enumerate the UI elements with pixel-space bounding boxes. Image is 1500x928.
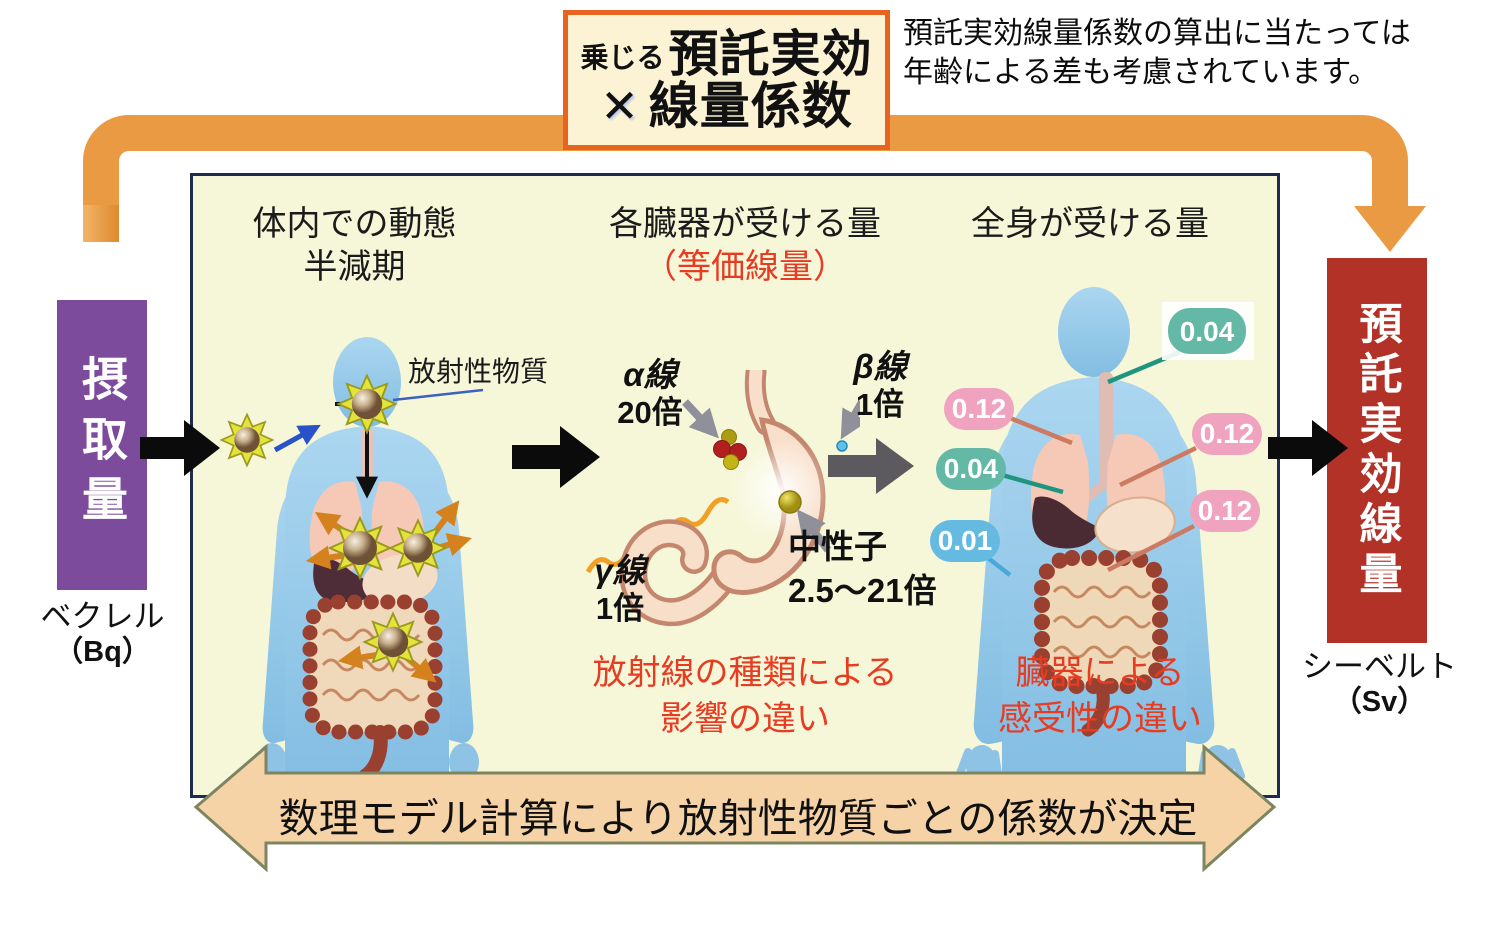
radioactive-substance-label: 放射性物質	[408, 356, 549, 387]
alpha-ray-label: α線 20倍	[600, 356, 700, 431]
flow-arrow-intake-to-panel-icon	[140, 420, 220, 476]
sievert-name: シーベルト	[1302, 649, 1457, 684]
beta-name: β線	[853, 348, 907, 385]
gamma-ray-label: γ線 1倍	[575, 552, 665, 627]
times-icon: ✕	[600, 80, 639, 133]
alpha-factor: 20倍	[617, 395, 683, 430]
weight-value: 0.01	[938, 525, 993, 556]
sievert-symbol: （Sv）	[1332, 686, 1427, 718]
becquerel-unit: ベクレル （Bq）	[15, 598, 190, 670]
intake-amount-label: 摂取量	[76, 355, 128, 535]
section2-red-note: 放射線の種類による 影響の違い	[555, 650, 935, 742]
coefficient-title-line1: 預託実効	[668, 25, 873, 82]
section1-title-line1: 体内での動態	[252, 205, 457, 243]
bottom-banner-text: 数理モデル計算により放射性物質ごとの係数が決定	[278, 797, 1198, 841]
beta-particle-icon	[836, 440, 848, 452]
whole-body-figure: 0.04 0.12 0.12 0.04 0.01 0.12	[930, 287, 1262, 790]
weight-badge	[930, 520, 1000, 562]
weight-badge	[1168, 308, 1246, 354]
section3-title: 全身が受ける量	[971, 205, 1209, 243]
gamma-factor: 1倍	[595, 591, 645, 626]
sievert-unit: シーベルト （Sv）	[1292, 648, 1467, 720]
section1-title-line2: 半減期	[303, 248, 406, 286]
weight-badge	[936, 448, 1006, 490]
esophagus	[744, 370, 777, 436]
substance-pointer-line	[392, 388, 484, 402]
weight-badge	[1190, 490, 1260, 532]
gamma-name: γ線	[594, 552, 646, 589]
intake-amount-box: 摂取量	[57, 300, 147, 590]
age-consideration-note: 預託実効線量係数の算出に当たっては 年齢による差も考慮されています。	[903, 14, 1500, 92]
section2-note-line1: 放射線の種類による	[592, 654, 898, 692]
organs-3	[1030, 372, 1176, 737]
weight-value: 0.04	[944, 453, 999, 484]
weight-badge	[1192, 413, 1262, 455]
tissue-weight-badges: 0.04 0.12 0.12 0.04 0.01 0.12	[930, 302, 1262, 562]
pointer-arrows	[682, 399, 860, 553]
neutron-label: 中性子 2.5～21倍	[788, 525, 937, 613]
neutron-particle-icon	[778, 490, 802, 514]
becquerel-name: ベクレル	[40, 599, 165, 634]
flow-arrow-section2-to-section3-icon	[828, 438, 914, 494]
multiplier-coefficient-box: 乗じる 預託実効 ✕ 線量係数	[563, 10, 890, 150]
beta-factor: 1倍	[855, 387, 905, 422]
weight-value: 0.12	[1200, 418, 1255, 449]
radioactive-stars	[219, 373, 448, 673]
orange-bracket-arrowhead-icon	[1354, 206, 1426, 252]
section1-title: 体内での動態 半減期	[222, 203, 487, 289]
section2-note-line2: 影響の違い	[660, 700, 830, 738]
section2-title: 各臓器が受ける量	[609, 205, 881, 243]
alpha-name: α線	[623, 356, 677, 393]
section3-red-note: 臓器による 感受性の違い	[950, 650, 1250, 742]
multiply-label: 乗じる	[580, 41, 665, 73]
alpha-particle-icon	[713, 429, 747, 470]
neutron-name: 中性子	[788, 528, 887, 565]
coefficient-title-line2: 線量係数	[648, 78, 853, 134]
body-dynamics-figure	[219, 337, 484, 790]
becquerel-symbol: （Bq）	[54, 636, 151, 668]
section2-title-block: 各臓器が受ける量 （等価線量）	[575, 203, 915, 289]
weight-value: 0.04	[1180, 316, 1235, 347]
weight-badge	[944, 388, 1014, 430]
section2-subtitle: （等価線量）	[643, 248, 847, 286]
beta-ray-label: β線 1倍	[835, 348, 925, 423]
section3-note-line1: 臓器による	[1015, 654, 1185, 692]
bottom-banner-arrow	[193, 743, 1277, 873]
note-line1: 預託実効線量係数の算出に当たっては	[903, 17, 1411, 50]
orange-bracket-left-end	[83, 205, 119, 242]
stomach-figure	[585, 370, 860, 627]
weight-value: 0.12	[1198, 495, 1253, 526]
committed-effective-dose-label: 預託実効線量	[1353, 300, 1401, 601]
note-line2: 年齢による差も考慮されています。	[903, 56, 1379, 89]
intake-blue-arrow-icon	[273, 424, 321, 453]
neutron-factor: 2.5～21倍	[788, 572, 937, 609]
flow-arrow-panel-to-dose-icon	[1268, 420, 1348, 476]
weight-value: 0.12	[952, 393, 1007, 424]
section3-note-line2: 感受性の違い	[998, 700, 1202, 738]
duodenum	[619, 519, 744, 627]
flow-arrow-section1-to-section2-icon	[512, 426, 600, 488]
